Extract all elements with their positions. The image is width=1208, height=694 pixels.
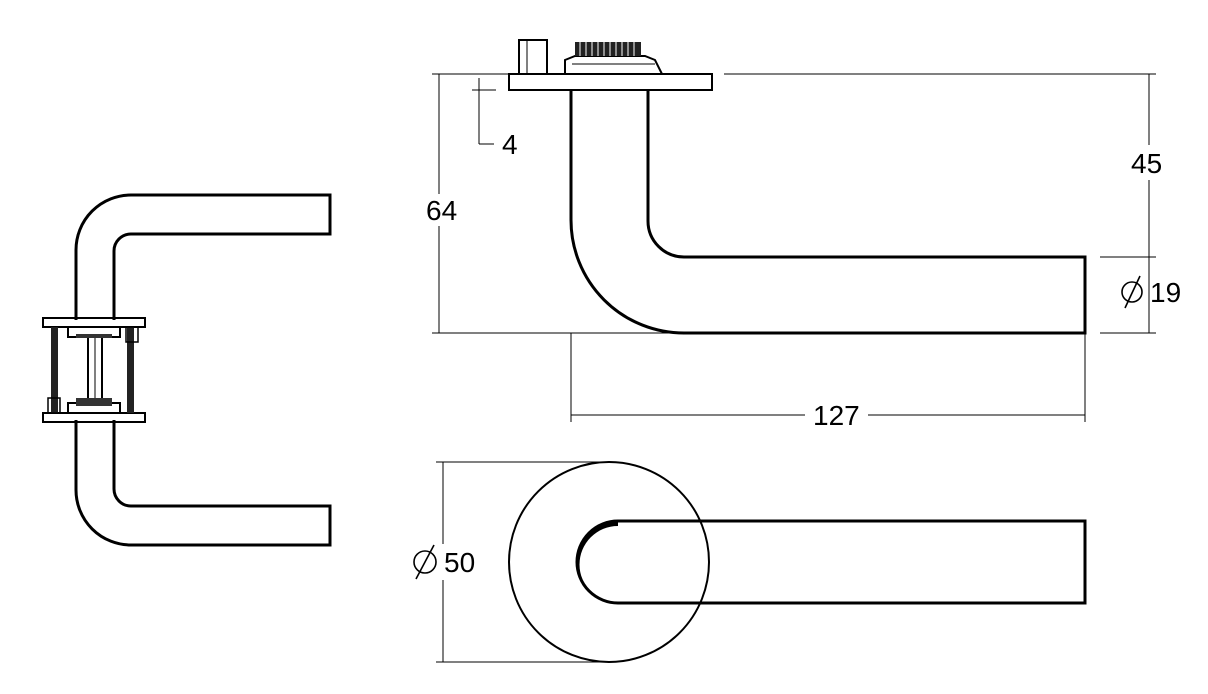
rose-circle: [508, 461, 710, 663]
dim-lever-diameter-value: 19: [1150, 277, 1181, 308]
dim-lever-diameter: 19: [1121, 275, 1181, 309]
rose-plate: [508, 73, 713, 91]
front-view: [42, 193, 332, 547]
dimension-labels: 4 64 45 19 127 50: [413, 129, 1181, 580]
mounting-hardware: [42, 317, 146, 423]
upper-lever: [74, 193, 332, 320]
dim-total-height: 64: [426, 195, 457, 226]
dim-lever-length: 127: [813, 400, 860, 431]
dim-lever-height: 45: [1131, 148, 1162, 179]
dim-rose-diameter-value: 50: [444, 547, 475, 578]
dim-rose-thickness: 4: [502, 129, 518, 160]
dimension-lines: [432, 73, 1156, 663]
dim-rose-diameter: 50: [413, 544, 475, 580]
lower-lever: [74, 420, 332, 547]
diameter-symbol-icon: [1121, 281, 1143, 303]
diameter-symbol-icon: [413, 550, 437, 574]
top-view: [508, 461, 1087, 663]
side-view: [508, 39, 1087, 335]
